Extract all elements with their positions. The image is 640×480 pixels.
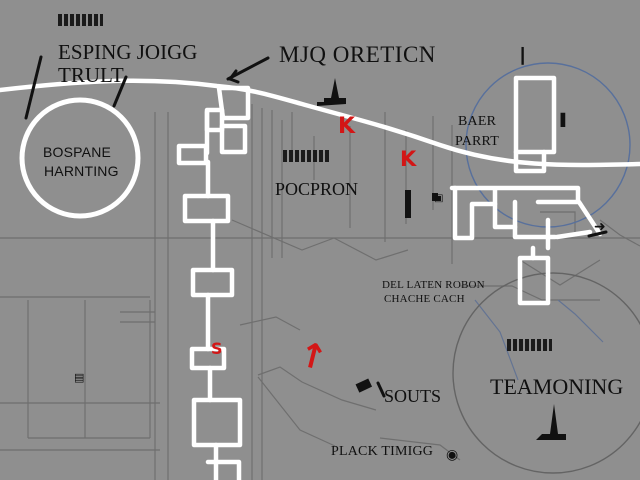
road-curve [257, 366, 377, 411]
small-building-icon [432, 193, 438, 201]
road-curve [231, 219, 409, 261]
callout-line [587, 230, 608, 238]
label-lower-right: TEAMONING [490, 374, 624, 399]
road-segment [512, 199, 558, 240]
bridge-icon [355, 378, 373, 393]
tower-icon [405, 190, 411, 218]
road-segment [513, 149, 547, 174]
road-segment [452, 185, 498, 241]
label-top-left-line2: TRULT [58, 63, 124, 87]
pin-icon: ◉ [446, 447, 459, 463]
road-block [176, 143, 209, 166]
road-block [513, 75, 557, 155]
callout-arrowhead [228, 77, 240, 84]
road-curve [460, 285, 600, 301]
red-marker-icon: S [211, 339, 223, 358]
road-segment [554, 229, 593, 240]
north-marker-icon [317, 78, 346, 106]
river-line [557, 299, 604, 343]
road-curve [257, 376, 336, 447]
film-strip-icon [58, 14, 103, 26]
north-marker-icon [536, 404, 566, 440]
red-marker-icon: K [338, 114, 356, 139]
district-circle [452, 272, 640, 474]
road-curve [379, 437, 461, 461]
label-center-small-line2: CHACHE CACH [384, 293, 465, 305]
road-block [189, 346, 227, 371]
label-right-top-line2: PARRT [455, 134, 499, 149]
red-marker-icon: K [400, 147, 417, 171]
road-segment [492, 187, 518, 230]
film-strip-icon [507, 339, 552, 351]
road-curve [540, 211, 576, 236]
label-center-small-line1: DEL LATEN ROBON [382, 279, 485, 291]
main-road [0, 78, 640, 168]
road-curve [599, 219, 640, 247]
road-block [190, 267, 235, 298]
arrow-icon: ➜ [594, 219, 606, 235]
road-block [191, 397, 243, 448]
label-top-left-line1: ESPING JOIGG [58, 40, 198, 64]
label-right-top-line1: BAER [458, 114, 497, 129]
map-pin-icon: ┃ [518, 47, 528, 65]
label-bottom-center: SOUTS [384, 386, 442, 406]
road-curve [239, 316, 301, 331]
road-block [219, 123, 248, 155]
label-bottom-left: PLACK TIMIGG [331, 444, 434, 459]
small-map-icon: ▤ [74, 371, 85, 384]
road-block [182, 193, 231, 224]
callout-line [24, 55, 43, 120]
road-segment [535, 199, 603, 237]
road-block [205, 459, 242, 480]
label-top-center: MJQ ORETICN [279, 42, 436, 67]
callout-arrowhead [228, 69, 238, 81]
map-pin-icon: ▣ [434, 193, 444, 204]
callout-line [112, 75, 128, 108]
callout-line [376, 381, 386, 398]
road-curve [519, 259, 601, 286]
label-circle-line2: HARNTING [44, 163, 119, 179]
road-segment [449, 185, 581, 204]
map-pin-icon: ▐ [556, 113, 566, 127]
left-district-outline [19, 97, 141, 219]
label-center: POCPRON [275, 179, 359, 199]
road-block [517, 255, 551, 306]
callout-line [226, 56, 270, 81]
film-strip-icon [283, 150, 331, 162]
river-line [474, 299, 519, 381]
label-circle-line1: BOSPANE [43, 144, 112, 160]
